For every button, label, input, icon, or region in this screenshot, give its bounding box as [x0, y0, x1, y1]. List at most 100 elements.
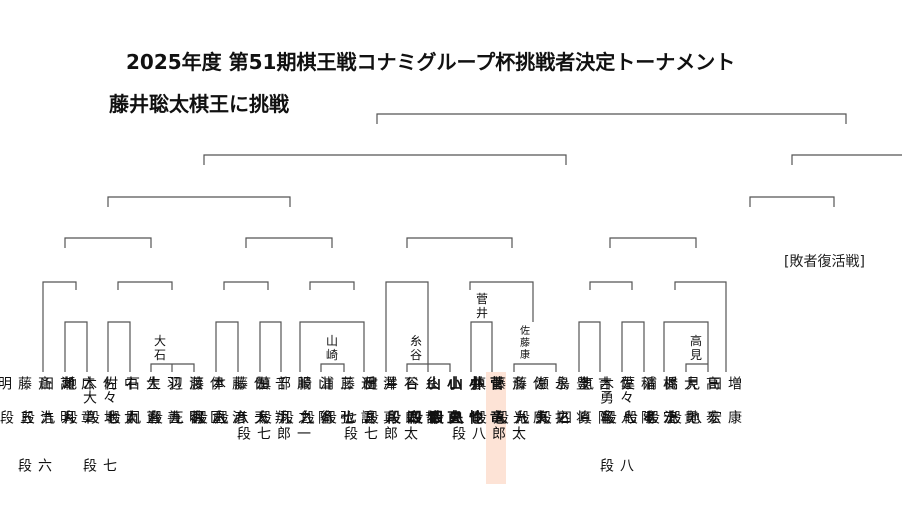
winner-label-itodani: 糸 谷	[409, 334, 422, 362]
player-name: 中村	[102, 376, 138, 390]
bracket-line	[685, 363, 708, 372]
player-rank: 明九段	[147, 410, 203, 424]
player-name: 近藤	[339, 376, 375, 390]
player-name: 小山	[447, 376, 483, 390]
player-rank: 誠也八段	[299, 410, 375, 424]
bracket-line	[203, 154, 567, 165]
player-name: 石井健	[362, 376, 418, 390]
player-rank: 渚六段	[190, 410, 246, 424]
bracket-line	[245, 237, 333, 248]
player-name: 佐藤	[511, 376, 547, 390]
player-rank: 哲郎八段	[363, 410, 439, 424]
bracket-line	[42, 281, 77, 372]
player-name: 大石	[124, 376, 160, 390]
player-name: 佐々木勇気	[578, 376, 634, 404]
bracket-line	[513, 363, 557, 372]
player-name: 渡辺	[167, 376, 203, 390]
winner-label-sato-yasumitsu: 佐 藤 康	[520, 326, 530, 361]
bracket-line	[320, 363, 345, 372]
player-rank: 泰地七段	[644, 410, 720, 424]
bracket-line	[64, 237, 152, 248]
player-rank: 太地八段	[62, 410, 138, 424]
player-rank: 翔太八段	[213, 410, 289, 424]
player-name: 小山	[425, 376, 461, 390]
player-rank: 太郎七段	[342, 426, 418, 440]
bracket-line	[64, 321, 88, 372]
bracket-line	[470, 321, 493, 372]
player-rank: 明浩五段	[0, 410, 74, 424]
bracket-line	[609, 237, 697, 248]
player-name: 糸谷	[403, 376, 439, 390]
highlight-marker	[486, 372, 506, 484]
player-name: 高田	[38, 376, 74, 390]
bracket-line	[215, 321, 239, 372]
bracket-line	[469, 281, 534, 322]
player-rank: 宏孝七段	[601, 410, 677, 424]
player-name: 佐々木大地	[61, 376, 117, 404]
bracket-line	[791, 154, 902, 165]
bracket-line	[589, 281, 633, 290]
player-name: 高見	[684, 376, 720, 390]
player-rank: 隆真四段	[536, 410, 612, 424]
bracket-line	[107, 321, 131, 372]
bracket-line	[299, 321, 365, 372]
player-rank: 章人九段	[19, 410, 95, 424]
bracket-line	[578, 321, 601, 372]
player-name: 佐藤	[232, 376, 268, 390]
player-name: 千田	[253, 376, 289, 390]
player-rank: 陽八段	[599, 410, 655, 424]
page-title: 2025年度 第51期棋王戦コナミグループ杯挑戦者決定トーナメント	[126, 50, 736, 74]
player-rank: 六段	[16, 458, 52, 472]
winner-label-yamazaki: 山 崎	[325, 334, 338, 362]
player-rank: 隆之九段	[256, 410, 332, 424]
player-name: 藤本	[210, 376, 246, 390]
player-rank: 直嗣七段	[84, 410, 160, 424]
player-rank: 八段	[598, 458, 634, 472]
bracket-line	[406, 237, 513, 248]
player-rank: 一郎七段	[235, 426, 311, 440]
player-name: 澤田	[361, 376, 397, 390]
player-name: 増田	[706, 376, 742, 390]
player-name: 伊藤	[188, 376, 224, 390]
bracket-line	[385, 281, 429, 372]
player-rank: 康光九段	[471, 410, 547, 424]
player-name: 稲葉	[619, 376, 655, 390]
player-rank: 真吾七段	[321, 410, 397, 424]
player-name: 斎藤慎	[470, 376, 526, 390]
player-name: 羽生	[145, 376, 181, 390]
winner-label-sugai: 菅 井	[475, 292, 488, 320]
player-name: 豊島	[554, 376, 590, 390]
player-rank: 太郎八段	[450, 426, 526, 440]
bracket-line	[117, 281, 173, 290]
player-name: 服部慎	[255, 376, 311, 390]
bracket-line	[376, 113, 847, 124]
player-name: 三浦	[318, 376, 354, 390]
player-name: 吉池	[576, 376, 612, 390]
player-name: 菅井	[468, 376, 504, 390]
player-rank: 天彦九段	[192, 410, 268, 424]
player-name: 永瀬	[533, 376, 569, 390]
player-rank: 将之九段	[514, 410, 590, 424]
bracket-line	[621, 321, 645, 372]
player-name: 斎藤明日斗	[0, 376, 52, 390]
player-rank: 善治九段	[105, 410, 181, 424]
player-name: 大橋	[662, 376, 698, 390]
bracket-line	[674, 281, 727, 372]
player-rank: 匠叡王	[168, 410, 224, 424]
player-rank: 竜也八段	[428, 410, 504, 424]
bracket-line	[663, 321, 709, 372]
player-rank: 直希四段	[385, 410, 461, 424]
player-rank: 弘行九段	[278, 410, 354, 424]
player-rank: 貴洸七段	[622, 410, 698, 424]
repechage-label: [敗者復活戦]	[784, 254, 865, 270]
player-name: 梶浦	[641, 376, 677, 390]
player-name: 広瀬	[59, 376, 95, 390]
winner-label-takami: 高 見	[689, 334, 702, 362]
page-subtitle: 藤井聡太棋王に挑戦	[109, 92, 289, 116]
player-rank: 怜央四段	[407, 410, 483, 424]
bracket-line	[223, 281, 269, 290]
player-name: 山崎	[296, 376, 332, 390]
bracket-line	[259, 321, 282, 372]
player-rank: 康宏八段	[666, 410, 742, 424]
